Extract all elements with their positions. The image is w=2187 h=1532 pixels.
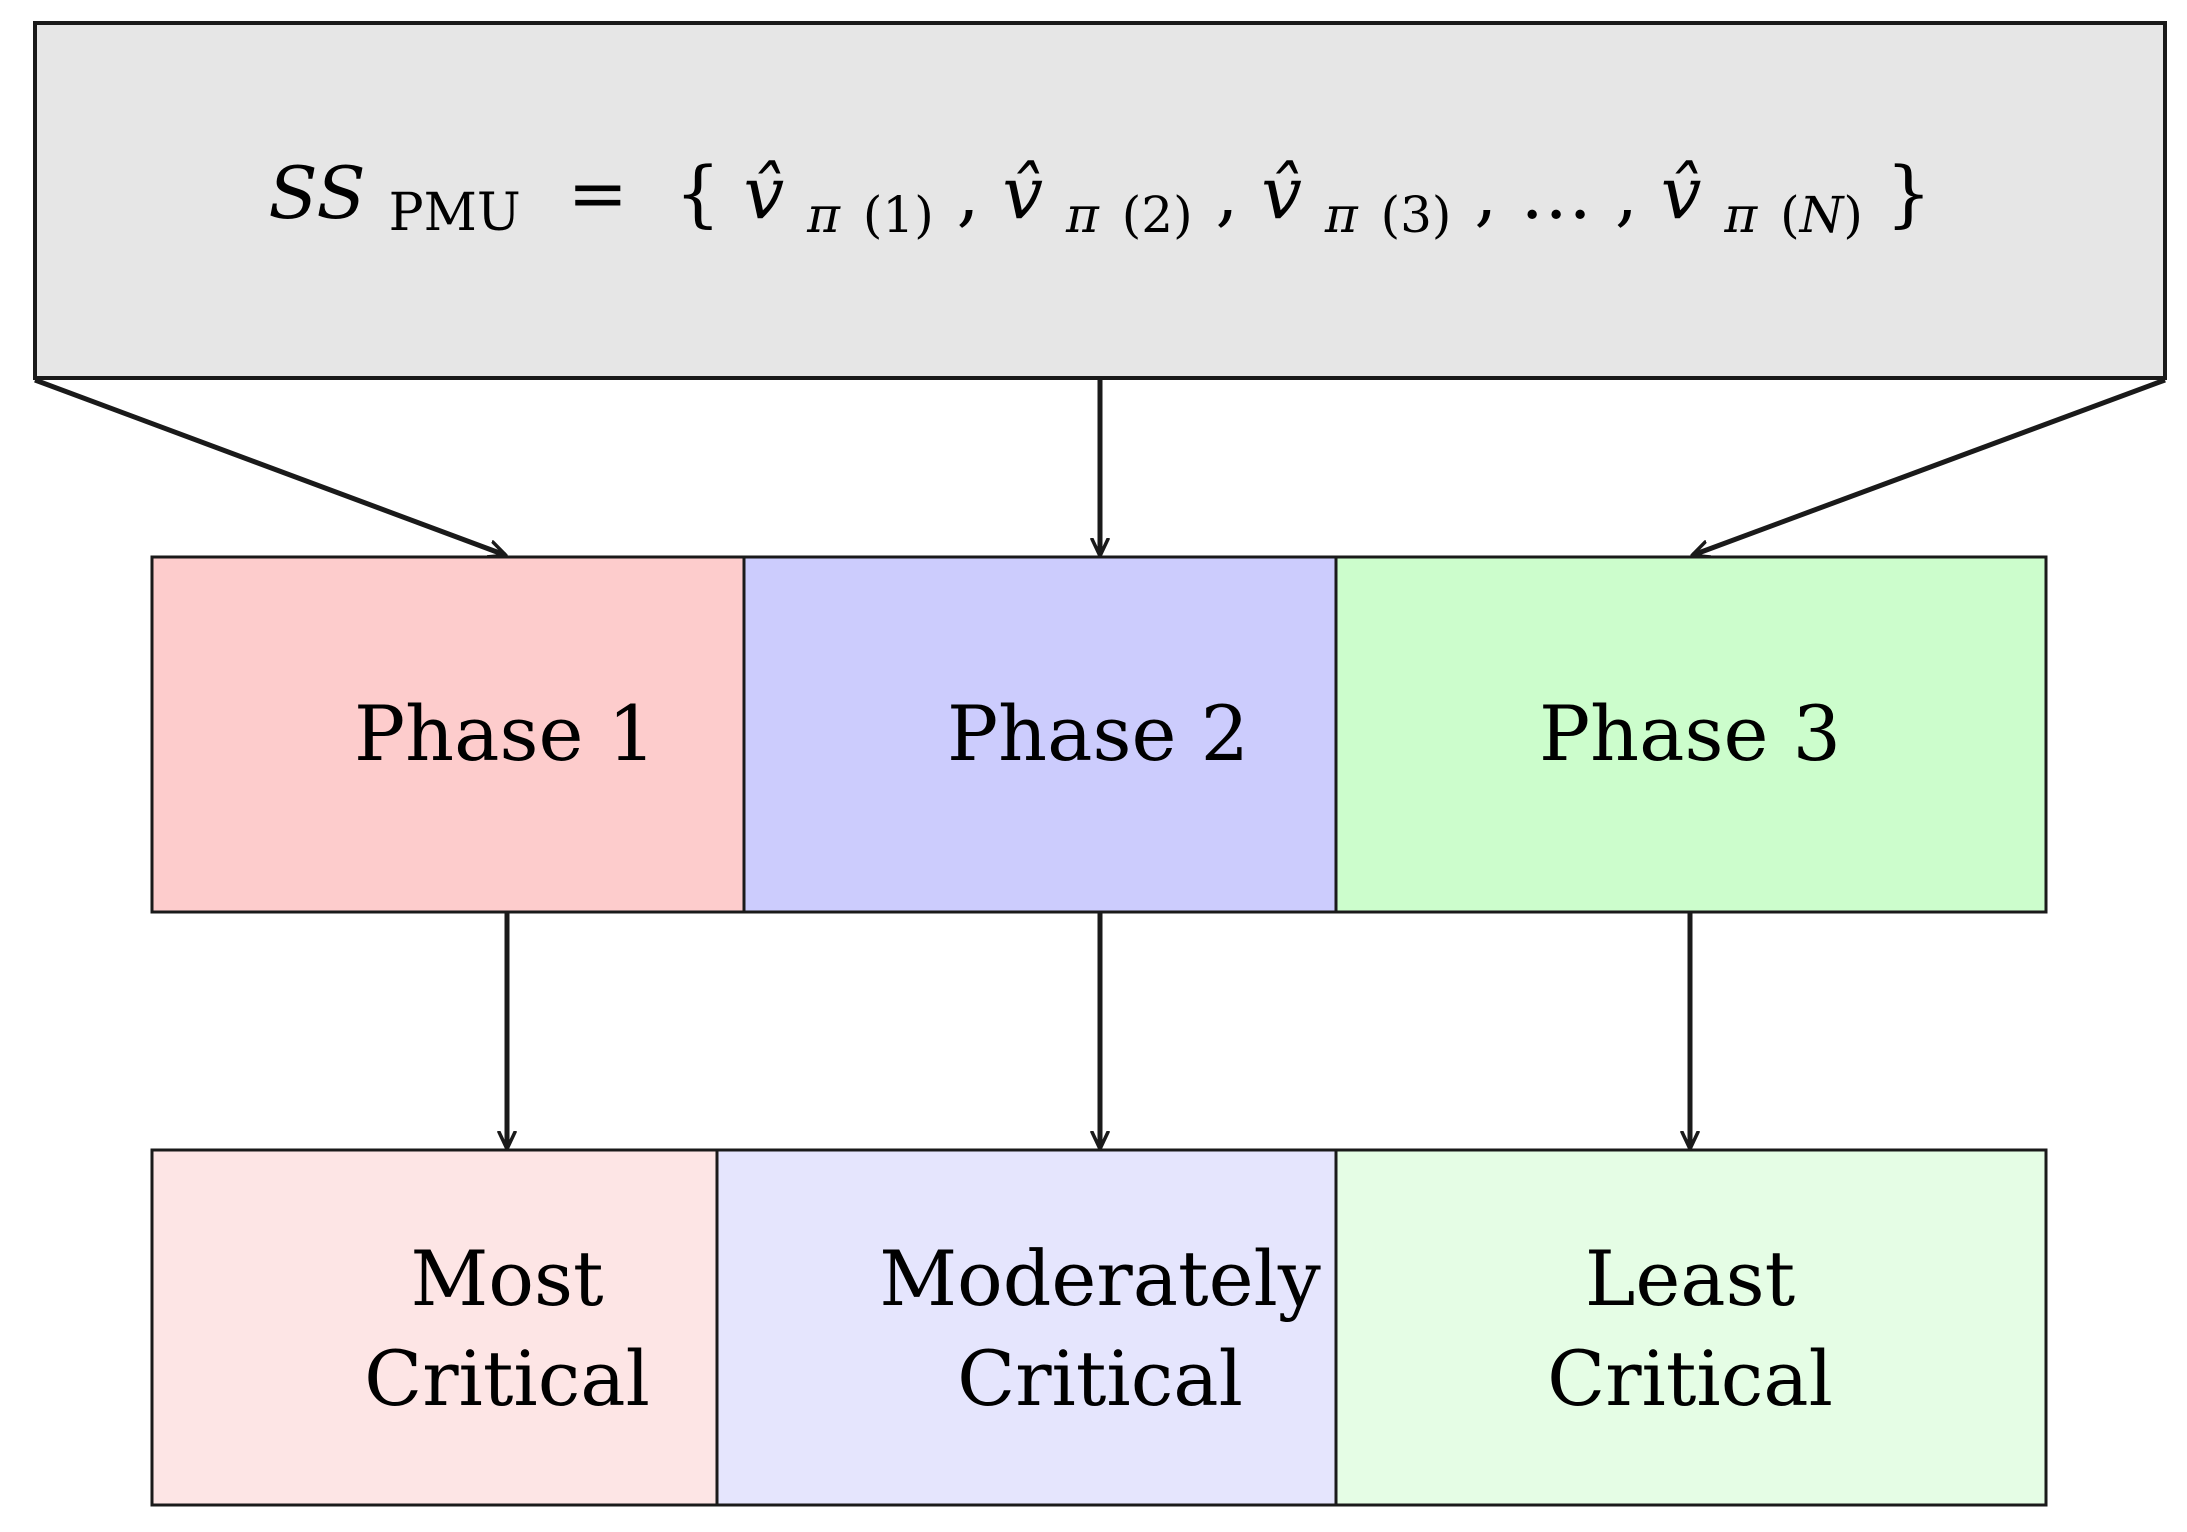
arrow-to-phase-1 [34,377,505,555]
least-critical-box [1334,1148,2048,1507]
formula-pi-n: π [1723,186,1758,244]
formula-var-n: v̂ [1661,151,1702,235]
formula-ellipsis: … [1520,151,1592,235]
pmu-set-formula: SS PMU = { v̂ π (1) , v̂ π (2) , v̂ π (3… [268,151,1931,249]
phase-1-box [150,555,746,914]
formula-comma-3: , [1474,151,1497,235]
least-critical-line-2: Critical [1547,1334,1833,1423]
most-critical-box [150,1148,719,1507]
most-critical-line-2: Critical [364,1334,650,1423]
formula-open-brace: { [675,151,721,235]
formula-pi-1: π [806,186,841,244]
formula-index-2: 2 [1141,186,1173,244]
phase-1-label: Phase 1 [354,689,656,778]
arrow-to-phase-3 [1693,377,2166,555]
formula-close-brace: } [1886,151,1932,235]
formula-index-n: N [1799,186,1846,244]
moderately-critical-line-1: Moderately [879,1234,1321,1323]
phase-3-box [1334,555,2048,914]
formula-equals: = [568,151,628,235]
least-critical-line-1: Least [1585,1234,1795,1323]
phase-2-box [742,555,1338,914]
moderately-critical-line-2: Critical [957,1334,1243,1423]
most-critical-line-1: Most [410,1234,603,1323]
formula-index-3: 3 [1400,186,1432,244]
formula-comma-4: , [1615,151,1638,235]
formula-comma-2: , [1215,151,1238,235]
formula-index-1: 1 [882,186,914,244]
formula-lhs-subscript: PMU [389,183,521,243]
formula-comma-1: , [957,151,980,235]
formula-pi-3: π [1324,186,1359,244]
formula-var-1: v̂ [744,151,785,235]
pmu-set-box [33,21,2167,380]
phase-2-label: Phase 2 [947,689,1249,778]
phase-3-label: Phase 3 [1539,689,1841,778]
formula-pi-2: π [1065,186,1100,244]
formula-lhs: SS [268,151,365,235]
formula-var-3: v̂ [1261,151,1302,235]
moderately-critical-box [715,1148,1338,1507]
formula-var-2: v̂ [1002,151,1043,235]
